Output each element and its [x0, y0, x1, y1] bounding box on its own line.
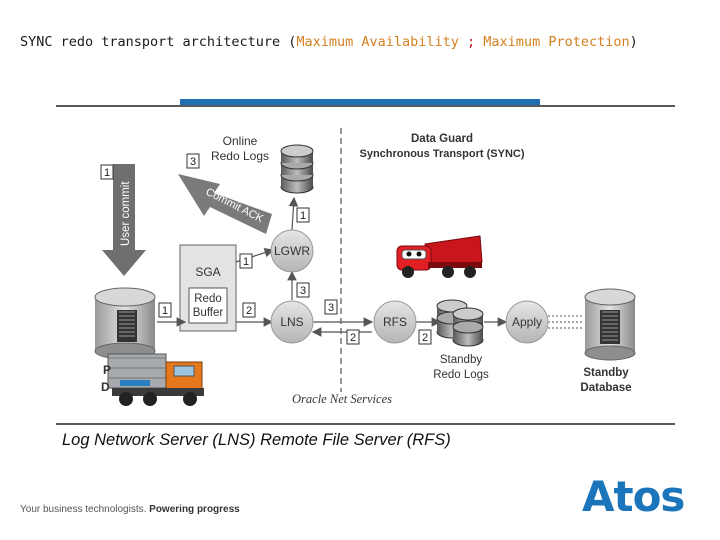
standby-database-icon	[584, 288, 636, 361]
step-badge-buffer-lns	[242, 302, 256, 318]
step-badge-sga-lgwr	[239, 253, 253, 269]
primary-database-icon	[94, 287, 156, 360]
standby-redo-logs-label-2: Redo Logs	[433, 369, 489, 381]
step-badge-buffer-lns-text: 2	[246, 305, 252, 317]
redo-buffer-box	[188, 287, 228, 324]
redo-buffer-label-1: Redo	[194, 293, 222, 305]
step-badge-db-sga	[158, 302, 172, 318]
step-badge-rfs-ack-text: 2	[350, 332, 356, 344]
atos-logo: Atos	[582, 472, 685, 521]
online-redo-logs-icon	[280, 144, 314, 194]
step-badge-lns-lgwr-text: 3	[300, 285, 306, 297]
data-guard-label: Data Guard	[411, 133, 473, 145]
red-dump-truck-image	[396, 235, 483, 278]
primary-db-label-partial-2: D	[101, 380, 110, 394]
oracle-net-services-label: Oracle Net Services	[292, 392, 392, 406]
rfs-process	[373, 300, 417, 344]
redo-buffer-label-2: Buffer	[193, 307, 224, 319]
lns-process	[270, 300, 314, 344]
apply-process	[505, 300, 549, 344]
step-badge-db-sga-text: 1	[162, 305, 168, 317]
covered-cargo-truck-image	[107, 353, 204, 406]
sga-label: SGA	[195, 265, 220, 279]
lgwr-process	[270, 229, 314, 273]
online-redo-logs-label-2: Redo Logs	[211, 149, 269, 163]
step-badge-rfs-logs-text: 2	[422, 332, 428, 344]
footer-tagline: Your business technologists. Powering pr…	[20, 504, 240, 515]
step-badge-lgwr-write	[296, 207, 310, 223]
step-badge-commit-ack	[186, 153, 200, 169]
rfs-label: RFS	[383, 315, 407, 329]
user-commit-label: User commit	[120, 181, 132, 246]
step-badge-lns-lgwr	[296, 282, 310, 298]
step-badge-lgwr-write-text: 1	[300, 210, 306, 222]
user-commit-arrow: User commit	[102, 164, 146, 276]
standby-database-label-2: Database	[580, 382, 631, 394]
step-badge-rfs-logs	[418, 329, 432, 345]
apply-label: Apply	[512, 315, 542, 329]
lgwr-label: LGWR	[274, 244, 310, 258]
sync-transport-label: Synchronous Transport (SYNC)	[359, 148, 524, 160]
step-badge-user-commit	[100, 164, 114, 180]
step-badge-sga-lgwr-text: 1	[243, 256, 249, 268]
slide-title: SYNC redo transport architecture (Maximu…	[20, 34, 638, 50]
step-badge-user-commit-text: 1	[104, 167, 110, 179]
online-redo-logs-label-1: Online	[223, 134, 258, 148]
diagram-caption: Log Network Server (LNS) Remote File Ser…	[62, 431, 451, 449]
standby-redo-logs-label-1: Standby	[440, 354, 482, 366]
standby-database-label-1: Standby	[583, 367, 629, 379]
standby-redo-logs-icon	[436, 299, 484, 347]
lgwr-to-logs-connector	[288, 196, 299, 231]
step-badge-lns-rfs	[324, 299, 338, 315]
commit-ack-arrow: Commit ACK	[178, 174, 272, 234]
lns-label: LNS	[280, 315, 303, 329]
primary-db-label-partial-1: P	[103, 363, 111, 377]
step-badge-commit-ack-text: 3	[190, 156, 196, 168]
step-badge-rfs-ack	[346, 329, 360, 345]
step-badge-lns-rfs-text: 3	[328, 302, 334, 314]
accent-bar	[180, 99, 540, 105]
